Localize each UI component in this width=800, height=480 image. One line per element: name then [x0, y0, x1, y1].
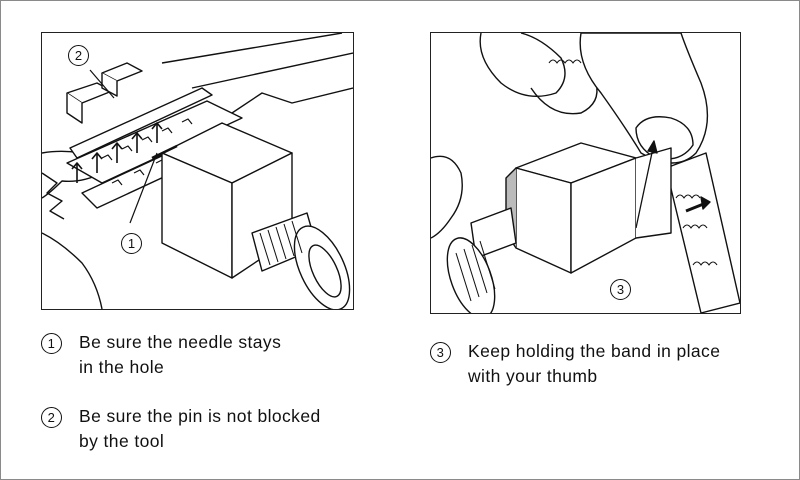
- thumb: [579, 33, 709, 164]
- instruction-note-1: 1 Be sure the needle stays in the hole: [41, 330, 381, 382]
- note-text: Keep holding the band in place with your…: [468, 341, 721, 386]
- note-number: 1: [41, 333, 62, 354]
- tool-block: [515, 142, 637, 274]
- instruction-note-3: 3 Keep holding the band in place with yo…: [430, 339, 780, 391]
- callout-2: 2: [68, 45, 89, 66]
- illustration-panel-left: 2 1: [41, 32, 354, 310]
- note-text: Be sure the pin is not blocked by the to…: [79, 406, 321, 451]
- illustration-panel-right: 3: [430, 32, 741, 314]
- instruction-note-2: 2 Be sure the pin is not blocked by the …: [41, 404, 401, 456]
- note-number: 3: [430, 342, 451, 363]
- pin-removal-illustration: [42, 33, 353, 309]
- watch-band: [665, 152, 740, 313]
- thumb-holding-illustration: [431, 33, 740, 313]
- note-text: Be sure the needle stays in the hole: [79, 332, 282, 377]
- screw: [446, 207, 517, 313]
- screw: [251, 212, 351, 309]
- callout-3: 3: [610, 279, 631, 300]
- callout-1: 1: [121, 233, 142, 254]
- note-number: 2: [41, 407, 62, 428]
